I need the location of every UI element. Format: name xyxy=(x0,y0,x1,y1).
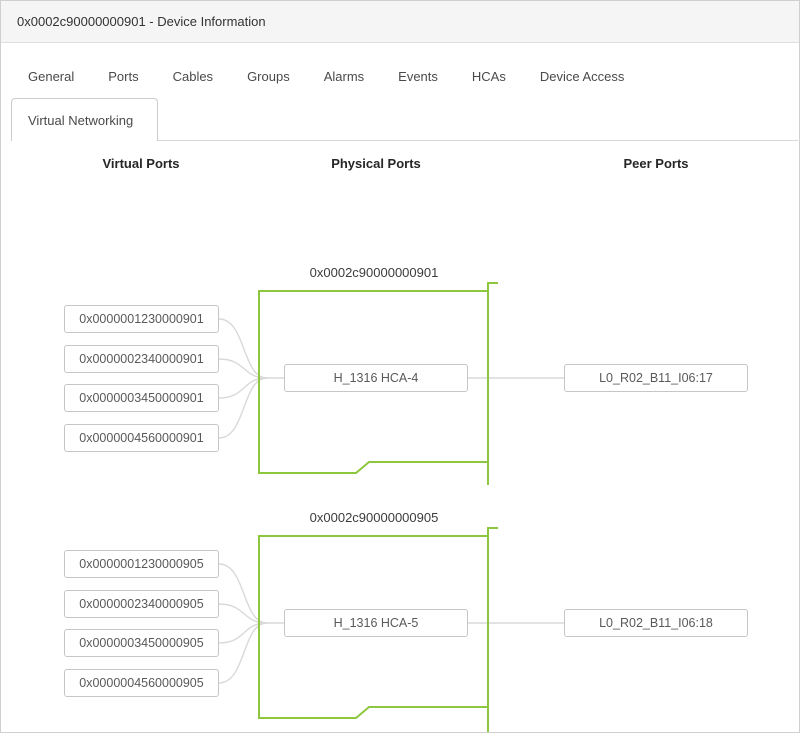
virtual-port-link-curve xyxy=(218,318,268,379)
tab-events[interactable]: Events xyxy=(398,68,438,84)
column-header-physical-ports: Physical Ports xyxy=(331,156,421,171)
virtual-port-node[interactable]: 0x0000002340000905 xyxy=(64,590,219,618)
topology-svg xyxy=(218,527,565,732)
virtual-port-link-curve xyxy=(218,358,268,379)
virtual-port-link-curve xyxy=(218,622,268,684)
tab-groups[interactable]: Groups xyxy=(247,68,290,84)
tab-ports[interactable]: Ports xyxy=(108,68,139,84)
tab-panel-border xyxy=(157,140,798,141)
device-outline xyxy=(258,290,488,474)
tab-bar: General Ports Cables Groups Alarms Event… xyxy=(11,63,641,89)
virtual-port-node[interactable]: 0x0000001230000905 xyxy=(64,550,219,578)
peer-port-node[interactable]: L0_R02_B11_I06:18 xyxy=(564,609,748,637)
virtual-port-node[interactable]: 0x0000001230000901 xyxy=(64,305,219,333)
device-guid-label: 0x0002c90000000901 xyxy=(309,265,439,280)
tab-cables[interactable]: Cables xyxy=(172,68,214,84)
virtual-port-link-curve xyxy=(218,377,268,439)
virtual-port-link-curve xyxy=(218,377,268,399)
tab-alarms[interactable]: Alarms xyxy=(323,68,365,84)
virtual-port-node[interactable]: 0x0000003450000905 xyxy=(64,629,219,657)
tab-virtual-networking-label: Virtual Networking xyxy=(28,112,134,128)
tab-hcas[interactable]: HCAs xyxy=(471,68,506,84)
virtual-port-node[interactable]: 0x0000004560000901 xyxy=(64,424,219,452)
virtual-port-node[interactable]: 0x0000002340000901 xyxy=(64,345,219,373)
virtual-port-link-curve xyxy=(218,622,268,644)
tab-virtual-networking[interactable]: Virtual Networking xyxy=(11,98,158,141)
tab-general[interactable]: General xyxy=(28,68,75,84)
window-titlebar: 0x0002c90000000901 - Device Information xyxy=(1,1,799,43)
window-title: 0x0002c90000000901 - Device Information xyxy=(17,14,266,29)
peer-port-node[interactable]: L0_R02_B11_I06:17 xyxy=(564,364,748,392)
virtual-port-node[interactable]: 0x0000003450000901 xyxy=(64,384,219,412)
device-port-bar xyxy=(487,527,498,732)
device-group: 0x0002c90000000905 0x0000001230000905 0x… xyxy=(1,501,799,732)
tab-device-access[interactable]: Device Access xyxy=(539,68,625,84)
device-guid-label: 0x0002c90000000905 xyxy=(309,510,439,525)
column-header-peer-ports: Peer Ports xyxy=(623,156,689,171)
device-group: 0x0002c90000000901 0x0000001230000901 0x… xyxy=(1,256,799,501)
column-header-virtual-ports: Virtual Ports xyxy=(102,156,180,171)
topology-svg xyxy=(218,282,565,485)
virtual-port-node[interactable]: 0x0000004560000905 xyxy=(64,669,219,697)
physical-port-node[interactable]: H_1316 HCA-4 xyxy=(284,364,468,392)
virtual-port-link-curve xyxy=(218,603,268,624)
physical-port-node[interactable]: H_1316 HCA-5 xyxy=(284,609,468,637)
device-port-bar xyxy=(487,282,498,485)
virtual-port-link-curve xyxy=(218,563,268,624)
device-outline xyxy=(258,535,488,719)
